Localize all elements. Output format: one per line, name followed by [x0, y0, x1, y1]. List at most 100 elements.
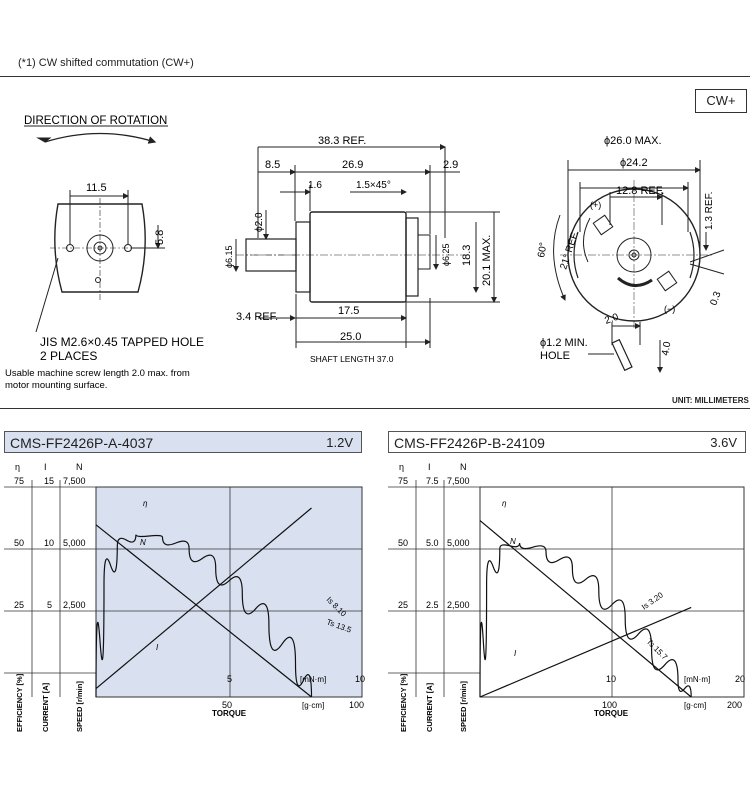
chart-a-n-header: N [76, 462, 83, 472]
top-rule [0, 76, 750, 77]
chart-b-n-tick-2500: 2,500 [447, 600, 470, 610]
chart-a-frame [4, 480, 363, 698]
chart-b-x-tick-10: 10 [606, 674, 616, 684]
chart-b-ylabel-current: CURRENT [A] [425, 682, 434, 732]
dim-2-9: 2.9 [443, 159, 458, 171]
dim-38-3-ref: 38.3 REF. [318, 135, 366, 147]
chart-b-ylabel-speed: SPEED [r/min] [459, 681, 468, 732]
chart-a-n-tick-7500: 7,500 [63, 476, 86, 486]
hole-size: ϕ1.2 MIN. [540, 337, 588, 349]
dim-3-4-ref: 3.4 REF. [236, 311, 278, 323]
dim-chamfer: 1.5×45° [356, 180, 391, 191]
chart-b-header: CMS-FF2426P-B-24109 3.6V [388, 431, 746, 453]
shaft-length: SHAFT LENGTH 37.0 [310, 354, 394, 364]
angle-60: 60° [536, 242, 549, 259]
chart-a-voltage: 1.2V [326, 435, 353, 450]
motor-drawing: DIRECTION OF ROTATION 11.5 5.8 JIS M2.6×… [5, 115, 725, 391]
chart-a-efficiency-curve [95, 534, 313, 698]
chart-a-header: CMS-FF2426P-A-4037 1.2V [4, 431, 362, 453]
direction-of-rotation: DIRECTION OF ROTATION [24, 115, 167, 127]
chart-a-label-n: N [140, 538, 146, 547]
chart-a-i-tick-10: 10 [44, 538, 54, 548]
chart-b-frame [388, 480, 745, 698]
chart-a-eta-tick-25: 25 [14, 600, 24, 610]
chart-a-x-tick-50: 50 [222, 700, 232, 710]
terminal-minus: (−) [664, 304, 675, 314]
dim-2-0: 2.0 [603, 312, 620, 327]
dim-8-5: 8.5 [265, 159, 280, 171]
dim-5-8: 5.8 [154, 230, 166, 245]
angle-21-ref: 21° REF. [558, 230, 581, 271]
chart-b-eta-tick-25: 25 [398, 600, 408, 610]
chart-a-n-tick-5000: 5,000 [63, 538, 86, 548]
commutation-note: (*1) CW shifted commutation (CW+) [18, 57, 194, 69]
chart-a-speed-line [95, 524, 312, 698]
usable-note-line2: motor mounting surface. [5, 380, 107, 391]
dim-18-3: 18.3 [461, 245, 473, 266]
chart-b-label-n: N [510, 537, 516, 546]
dim-26-9: 26.9 [342, 159, 363, 171]
chart-a-xlabel: TORQUE [212, 709, 247, 718]
chart-b-speed-line [479, 520, 692, 698]
dim-11-5: 11.5 [86, 182, 107, 194]
chart-a-eta-header: η [15, 462, 20, 472]
tapped-hole-label: JIS M2.6×0.45 TAPPED HOLE [40, 335, 204, 349]
chart-a-eta-tick-50: 50 [14, 538, 24, 548]
chart-a-i-header: I [44, 462, 47, 472]
chart-b-label-eta: η [502, 499, 507, 508]
cw-badge: CW+ [695, 89, 747, 113]
chart-a-x-tick-10: 10 [355, 674, 365, 684]
chart-a-label-i: I [156, 643, 159, 652]
dim-4-0: 4.0 [660, 340, 673, 356]
chart-b-x-tick-20: 20 [735, 674, 745, 684]
dim-12-8-ref: 12.8 REF. [616, 185, 664, 197]
chart-a-n-tick-2500: 2,500 [63, 600, 86, 610]
chart-b-i-tick-7-5: 7.5 [426, 476, 439, 486]
chart-b-i-header: I [428, 462, 431, 472]
dim-0-3: 0.3 [708, 290, 723, 307]
chart-b-efficiency-curve [479, 542, 692, 698]
places-label: 2 PLACES [40, 349, 97, 363]
dim-phi-6-25: ϕ6.25 [441, 243, 451, 266]
dim-phi-2-0: ϕ2.0 [254, 212, 265, 232]
unit-note: UNIT: MILLIMETERS [672, 396, 749, 405]
chart-a-x-tick-100: 100 [349, 700, 364, 710]
chart-b-i-tick-2-5: 2.5 [426, 600, 439, 610]
dim-25-0: 25.0 [340, 331, 361, 343]
dim-17-5: 17.5 [338, 305, 359, 317]
chart-b-unit-mnm: [mN·m] [684, 675, 710, 684]
chart-b-eta-header: η [399, 462, 404, 472]
chart-b-current-line [479, 606, 692, 698]
chart-b-i-tick-5-0: 5.0 [426, 538, 439, 548]
chart-a-x-tick-5: 5 [227, 674, 232, 684]
chart-b-n-tick-5000: 5,000 [447, 538, 470, 548]
dim-1-6: 1.6 [308, 180, 322, 191]
chart-b-n-header: N [460, 462, 467, 472]
chart-a-eta-tick-75: 75 [14, 476, 24, 486]
chart-b-title: CMS-FF2426P-B-24109 [394, 435, 545, 451]
chart-b-eta-tick-75: 75 [398, 476, 408, 486]
chart-a-unit-mnm: [mN·m] [300, 675, 326, 684]
chart-a: η I N 75 50 25 15 10 5 7,500 5,000 2,500… [4, 462, 365, 732]
dim-phi-24-2: ϕ24.2 [620, 157, 648, 169]
chart-b-voltage: 3.6V [710, 435, 737, 450]
dim-phi-6-15: ϕ6.15 [224, 245, 234, 268]
terminal-plus: (+) [590, 200, 601, 210]
chart-b-n-tick-7500: 7,500 [447, 476, 470, 486]
chart-a-ylabel-efficiency: EFFICIENCY [%] [15, 673, 24, 732]
chart-a-current-line [95, 507, 312, 690]
chart-a-i-tick-15: 15 [44, 476, 54, 486]
usable-note-line1: Usable machine screw length 2.0 max. fro… [5, 368, 190, 379]
chart-a-title: CMS-FF2426P-A-4037 [10, 435, 154, 451]
chart-b-x-tick-200: 200 [727, 700, 742, 710]
chart-a-ylabel-current: CURRENT [A] [41, 682, 50, 732]
chart-b-label-i: I [514, 649, 517, 658]
chart-b-ylabel-efficiency: EFFICIENCY [%] [399, 673, 408, 732]
chart-a-i-tick-5: 5 [47, 600, 52, 610]
dim-phi-26-max: ϕ26.0 MAX. [604, 135, 662, 147]
chart-b-unit-gcm: [g·cm] [684, 701, 706, 710]
chart-a-label-eta: η [143, 499, 148, 508]
dim-20-1-max: 20.1 MAX. [481, 235, 493, 286]
chart-b-x-tick-100: 100 [602, 700, 617, 710]
dim-1-3-ref: 1.3 REF. [704, 192, 715, 230]
